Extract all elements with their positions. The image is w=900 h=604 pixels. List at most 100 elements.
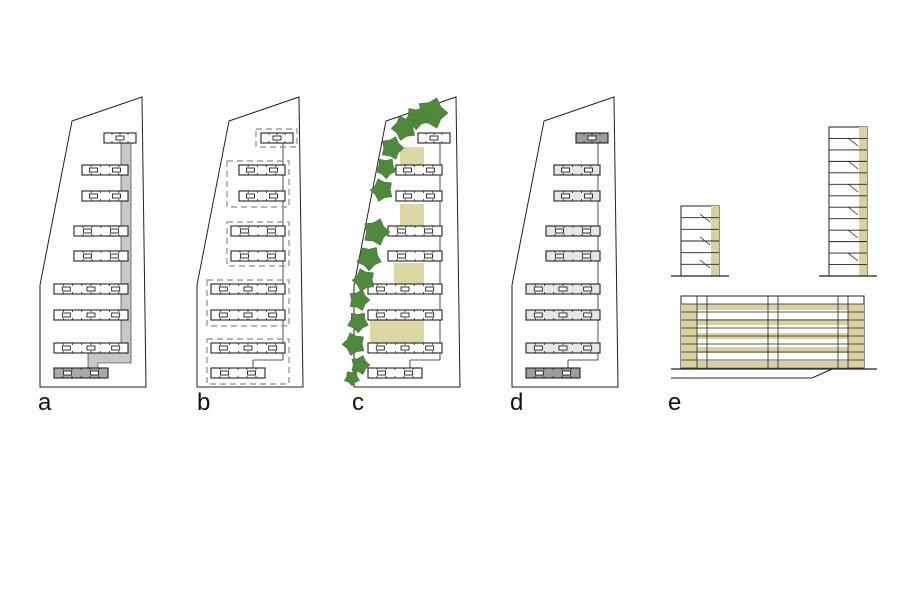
building-b-1 <box>260 132 294 144</box>
building-a-2 <box>81 164 129 176</box>
building-b-5-core <box>240 253 249 259</box>
building-c-1 <box>417 132 451 144</box>
building-c-5-core <box>397 253 406 259</box>
building-b-6 <box>210 283 286 295</box>
building-d-6 <box>525 283 601 295</box>
tall-tower-stair <box>847 206 859 216</box>
building-d-8-core <box>558 345 568 351</box>
building-a-8 <box>53 342 129 354</box>
building-d-5-core <box>582 253 591 259</box>
courtyard-c-3 <box>394 263 424 285</box>
building-d-3-body <box>553 190 601 202</box>
short-tower-stair <box>699 236 711 246</box>
building-b-9-core <box>247 370 256 376</box>
cluster-zone-b-4 <box>206 279 290 327</box>
building-b-3-core <box>269 193 278 199</box>
building-a-3-body <box>81 190 129 202</box>
building-b-6-core <box>218 286 228 292</box>
building-b-7-core <box>218 312 228 318</box>
building-b-8-core <box>268 345 278 351</box>
building-c-5 <box>387 250 443 262</box>
panel-label-d: d <box>510 389 524 416</box>
green-buffer-c-11 <box>347 312 369 334</box>
building-a-7-core <box>86 312 96 318</box>
courtyard-c-1 <box>400 147 424 165</box>
building-b-3-core <box>246 193 255 199</box>
building-c-2-body <box>395 164 443 176</box>
building-c-6-core <box>425 286 435 292</box>
building-c-3-core <box>403 193 412 199</box>
building-c-6-core <box>375 286 385 292</box>
cluster-zone-b-2 <box>226 160 290 208</box>
building-c-8-core <box>375 345 385 351</box>
building-a-4-core <box>83 228 92 234</box>
panel-label-c: c <box>352 389 364 416</box>
building-d-2-core <box>584 167 593 173</box>
building-a-9 <box>53 367 109 379</box>
section-long-block <box>671 295 877 379</box>
building-b-3 <box>238 190 286 202</box>
panel-label-b: b <box>197 389 211 416</box>
long-block-band-5 <box>697 361 848 367</box>
building-a-2-body <box>81 164 129 176</box>
long-block-accent-right <box>848 304 864 369</box>
green-buffer-c-6 <box>369 178 393 202</box>
panel-e <box>671 126 877 379</box>
building-d-8-core <box>533 345 543 351</box>
building-b-5 <box>230 250 286 262</box>
panel-label-a: a <box>38 389 52 416</box>
building-a-5-core <box>83 253 92 259</box>
building-b-2-core <box>246 167 255 173</box>
green-buffer-c-8 <box>356 247 382 272</box>
building-c-6-core <box>400 286 410 292</box>
building-d-2 <box>553 164 601 176</box>
building-b-1-core <box>272 135 282 141</box>
building-a-3-core <box>89 193 98 199</box>
building-b-4-core <box>240 228 249 234</box>
building-d-4-core <box>582 228 591 234</box>
building-b-2-body <box>238 164 286 176</box>
building-c-2 <box>395 164 443 176</box>
site-outline-a <box>39 96 147 388</box>
building-a-4-core <box>110 228 119 234</box>
building-a-4 <box>73 225 129 237</box>
building-d-7 <box>525 309 601 321</box>
building-b-7-core <box>243 312 253 318</box>
panel-c <box>341 96 461 388</box>
building-b-2-core <box>269 167 278 173</box>
building-c-8-core <box>425 345 435 351</box>
building-d-7-core <box>533 312 543 318</box>
long-block-accent-left <box>681 304 697 369</box>
building-b-8-core <box>243 345 253 351</box>
green-buffer-c-13 <box>351 355 371 375</box>
building-d-3-core <box>561 193 570 199</box>
building-d-7-core <box>583 312 593 318</box>
building-a-1-core <box>115 135 125 141</box>
green-buffer-c-10 <box>349 289 371 311</box>
building-a-1 <box>103 132 137 144</box>
building-c-8-core <box>400 345 410 351</box>
tall-tower-stair <box>847 137 859 147</box>
building-c-2-core <box>403 167 412 173</box>
building-a-8-core <box>111 345 121 351</box>
building-d-8 <box>525 342 601 354</box>
building-c-5-core <box>424 253 433 259</box>
building-d-7-core <box>558 312 568 318</box>
section-short-tower <box>671 205 729 277</box>
building-c-4-core <box>397 228 406 234</box>
short-tower-stair <box>699 213 711 223</box>
section-tall-tower <box>819 126 877 277</box>
building-c-7-core <box>400 312 410 318</box>
building-c-6 <box>367 283 443 295</box>
building-b-8-core <box>218 345 228 351</box>
building-d-4-core <box>555 228 564 234</box>
building-d-9 <box>525 367 581 379</box>
building-d-1-core <box>587 135 597 141</box>
short-tower-stair <box>699 259 711 269</box>
courtyard-c-4 <box>370 320 424 344</box>
building-b-9-core <box>220 370 229 376</box>
building-c-4-core <box>424 228 433 234</box>
building-b-8 <box>210 342 286 354</box>
green-buffer-c-12 <box>341 332 365 356</box>
building-b-7-core <box>268 312 278 318</box>
